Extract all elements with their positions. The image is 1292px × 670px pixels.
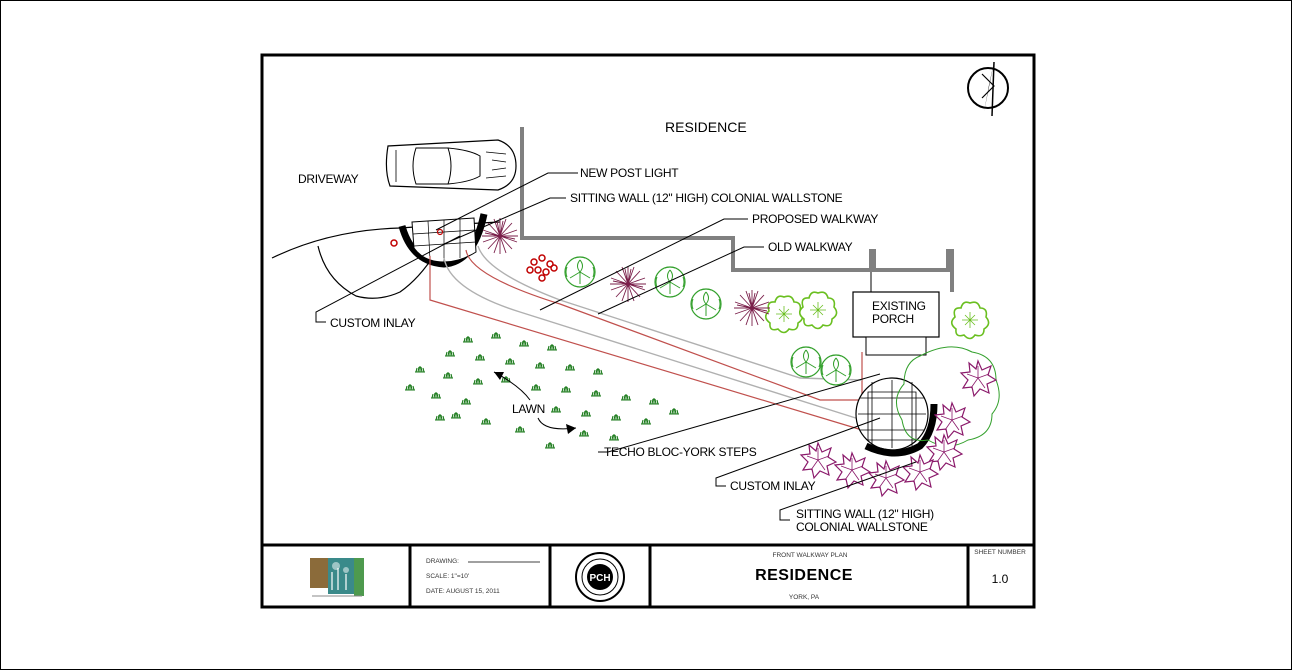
project-location: YORK, PA [789, 594, 820, 601]
custom-inlay-left [411, 217, 477, 263]
plan-title: FRONT WALKWAY PLAN [772, 552, 847, 559]
old-walkway-path [443, 257, 863, 421]
professional-seal: PCH [575, 552, 625, 602]
drawing-label: DRAWING: [426, 558, 459, 565]
custom-inlay-left-label: CUSTOM INLAY [330, 316, 416, 330]
north-arrow-icon [967, 61, 1009, 117]
sitting-wall-right [864, 403, 938, 457]
existing-porch [852, 291, 940, 338]
sitting-wall-bottom-label-2: COLONIAL WALLSTONE [796, 520, 928, 534]
existing-porch-label-2: PORCH [872, 312, 914, 326]
scale-label: SCALE: 1"=10' [426, 573, 469, 580]
sheet-number: 1.0 [992, 572, 1009, 586]
proposed-walkway-path [429, 256, 863, 431]
car-icon [385, 139, 517, 191]
lawn-arrows [493, 371, 577, 434]
post-light-icon [390, 239, 398, 247]
driveway-label: DRIVEWAY [298, 172, 359, 186]
sitting-wall-left [398, 213, 488, 268]
leader-lines [315, 172, 917, 521]
sitting-wall-bottom-label-1: SITTING WALL (12" HIGH) [796, 507, 934, 521]
new-post-light-label: NEW POST LIGHT [580, 166, 679, 180]
residence-label: RESIDENCE [665, 119, 747, 135]
large-tree-canopy [896, 346, 1000, 447]
techo-steps-label: TECHO BLOC-YORK STEPS [604, 445, 757, 459]
custom-inlay-right-label: CUSTOM INLAY [730, 479, 816, 493]
old-walkway-label: OLD WALKWAY [768, 240, 853, 254]
sitting-wall-top-label: SITTING WALL (12" HIGH) COLONIAL WALLSTO… [570, 191, 843, 205]
seal-text: PCH [589, 573, 610, 584]
project-name: RESIDENCE [755, 567, 853, 584]
existing-porch-label-1: EXISTING [872, 299, 926, 313]
proposed-walkway-label: PROPOSED WALKWAY [752, 212, 878, 226]
residence-wall [520, 127, 954, 292]
porch-step [865, 336, 927, 356]
title-block [262, 543, 1034, 607]
date-label: DATE: AUGUST 15, 2011 [426, 588, 500, 595]
red-flower-cluster [526, 254, 558, 282]
purple-burst-shrubs [481, 217, 771, 327]
drawing-border [260, 53, 1036, 609]
company-logo [310, 558, 364, 597]
lawn-label: LAWN [512, 402, 545, 416]
sheet-number-label: SHEET NUMBER [974, 549, 1026, 556]
custom-inlay-right [855, 377, 929, 451]
